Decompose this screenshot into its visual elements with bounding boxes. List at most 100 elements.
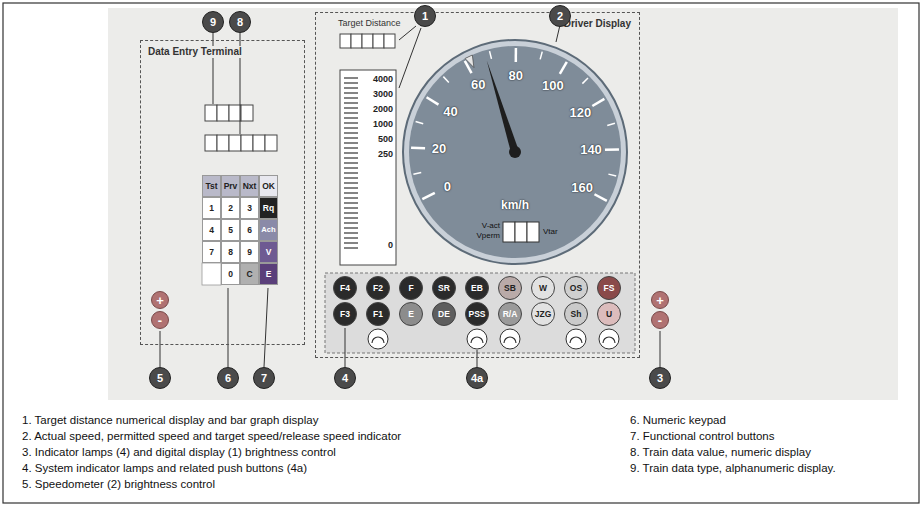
key-text: 4. System indicator lamps and related pu… bbox=[22, 462, 307, 475]
indicator-lamp: DE bbox=[432, 302, 456, 326]
dial-tick bbox=[490, 51, 492, 59]
distance-scale: 4000 bbox=[373, 75, 393, 85]
keypad-key: Rq bbox=[259, 197, 278, 219]
button-label: Ach bbox=[261, 226, 275, 234]
push-button-arc bbox=[570, 337, 582, 343]
indicator-lamp: OS bbox=[564, 276, 588, 300]
bar-tick bbox=[344, 207, 358, 208]
speed-scale: 80 bbox=[508, 69, 522, 83]
button-label: FS bbox=[604, 284, 615, 293]
dial-tick bbox=[605, 148, 619, 151]
button-label: OS bbox=[570, 284, 582, 293]
bar-tick bbox=[344, 222, 358, 223]
keypad-key: Tst bbox=[202, 175, 221, 197]
callout-number: 4 bbox=[334, 367, 356, 389]
keypad-key: 8 bbox=[221, 241, 240, 263]
button-label: + bbox=[656, 294, 664, 307]
bar-tick bbox=[344, 157, 358, 158]
button-label: OK bbox=[262, 182, 275, 191]
distance-scale: 500 bbox=[378, 135, 393, 145]
indicator-lamp: SR bbox=[432, 276, 456, 300]
bar-tick bbox=[344, 212, 358, 213]
dial-tick bbox=[594, 194, 606, 201]
indicator-lamp: R/A bbox=[498, 302, 522, 326]
bar-tick bbox=[344, 227, 358, 228]
callout-label: 7 bbox=[261, 373, 267, 384]
bar-tick bbox=[344, 82, 358, 83]
indicator-lamp: JZG bbox=[531, 302, 555, 326]
button-label: DE bbox=[438, 310, 450, 319]
data-type-cell bbox=[205, 105, 217, 121]
data-type-cell bbox=[217, 105, 229, 121]
panel-title: Data Entry Terminal bbox=[146, 46, 244, 58]
button-label: 5 bbox=[228, 226, 233, 235]
bar-tick bbox=[344, 97, 358, 98]
callout-number: 5 bbox=[149, 367, 171, 389]
keypad-key: 4 bbox=[202, 219, 221, 241]
bar-tick bbox=[344, 187, 358, 188]
bar-tick bbox=[344, 192, 358, 193]
callout-number: 1 bbox=[414, 5, 436, 27]
button-label: + bbox=[156, 294, 164, 307]
button-label: F4 bbox=[340, 284, 350, 293]
key-text: 6. Numeric keypad bbox=[630, 414, 726, 427]
needle-hub bbox=[509, 146, 521, 158]
callout-label: 8 bbox=[237, 17, 243, 28]
callout-label: 3 bbox=[657, 373, 663, 384]
bar-tick bbox=[344, 77, 358, 78]
bar-tick bbox=[344, 147, 358, 148]
button-label: Prv bbox=[224, 182, 238, 191]
target-distance-cell bbox=[373, 34, 384, 48]
bar-tick bbox=[344, 152, 358, 153]
bar-tick bbox=[344, 127, 358, 128]
bar-tick bbox=[344, 182, 358, 183]
brightness-button: + bbox=[151, 291, 169, 309]
bar-tick bbox=[344, 232, 358, 233]
indicator-lamp: F3 bbox=[333, 302, 357, 326]
data-type-cell bbox=[241, 105, 253, 121]
distance-scale: 0 bbox=[388, 241, 393, 251]
backdrop bbox=[108, 8, 898, 400]
push-button-arc bbox=[504, 337, 516, 343]
push-button-arc bbox=[372, 337, 384, 343]
dial-tick bbox=[413, 172, 421, 174]
keypad-key: 6 bbox=[240, 219, 259, 241]
button-label: JZG bbox=[535, 310, 552, 319]
speed-scale: 0 bbox=[444, 179, 451, 193]
bar-tick bbox=[344, 117, 358, 118]
data-value-cell bbox=[205, 135, 217, 151]
button-label: 0 bbox=[228, 270, 233, 279]
button-label: 2 bbox=[228, 204, 233, 213]
callout-number: 3 bbox=[649, 367, 671, 389]
push-button bbox=[467, 329, 487, 349]
data-value-cell bbox=[253, 135, 265, 151]
bar-tick bbox=[344, 242, 358, 243]
distance-scale: 2000 bbox=[373, 105, 393, 115]
button-label: F bbox=[408, 284, 413, 293]
bar-tick bbox=[344, 132, 358, 133]
dial-tick bbox=[427, 97, 439, 104]
dial-rim bbox=[403, 40, 627, 264]
data-value-cell bbox=[265, 135, 277, 151]
dial-tick bbox=[560, 62, 567, 74]
key-text: 5. Speedometer (2) brightness control bbox=[22, 478, 215, 491]
panel-title: Driver Display bbox=[562, 18, 633, 30]
target-distance-cell bbox=[384, 34, 395, 48]
button-label: SB bbox=[504, 284, 516, 293]
key-text: 1. Target distance numerical display and… bbox=[22, 414, 318, 427]
button-label: 7 bbox=[209, 248, 214, 257]
keypad-key: 2 bbox=[221, 197, 240, 219]
button-label: - bbox=[658, 314, 662, 327]
speed-legend: Vperm bbox=[476, 232, 500, 241]
bar-tick bbox=[344, 92, 358, 93]
data-value-cell bbox=[217, 135, 229, 151]
brightness-button: - bbox=[651, 311, 669, 329]
dial-face bbox=[409, 46, 621, 258]
keypad-key: OK bbox=[259, 175, 278, 197]
bar-tick bbox=[344, 107, 358, 108]
button-label: Tst bbox=[205, 182, 217, 191]
indicator-lamp: EB bbox=[465, 276, 489, 300]
keypad-key: 5 bbox=[221, 219, 240, 241]
blank-key bbox=[202, 263, 221, 285]
data-value-cell bbox=[229, 135, 241, 151]
